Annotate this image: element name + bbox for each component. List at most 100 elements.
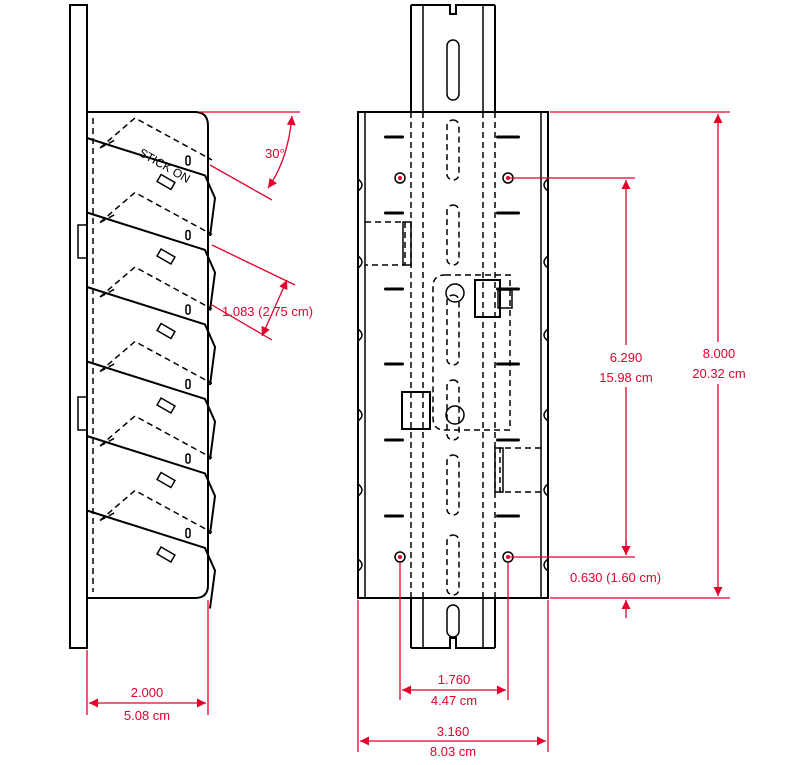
bracket-left-upper-tab	[402, 221, 412, 266]
module-face	[86, 211, 217, 311]
plate-hole-lower	[445, 405, 465, 425]
module-connector	[156, 322, 176, 340]
hidden-slot	[446, 379, 460, 441]
notch-right	[543, 483, 549, 497]
slot-mark	[496, 135, 520, 139]
module-connector	[156, 471, 176, 489]
notch-left	[357, 178, 363, 192]
central-plate	[432, 274, 511, 431]
pitch-ext-upper	[211, 244, 296, 286]
bracket-features	[365, 221, 541, 493]
angle-dim-label: 30°	[265, 146, 285, 161]
notch-left	[357, 255, 363, 269]
module-face	[86, 509, 217, 609]
depth-dim-cm: 5.08 cm	[124, 708, 170, 723]
housing-front	[357, 111, 549, 599]
din-rail-front	[410, 4, 496, 649]
hidden-rail-slots	[446, 119, 460, 596]
module-body	[99, 489, 213, 534]
notch-right	[543, 328, 549, 342]
slot-mark	[496, 362, 520, 366]
module-face	[86, 137, 217, 237]
module-4	[86, 340, 217, 460]
module-body	[99, 266, 213, 310]
hole-h-dim-in: 1.760	[438, 672, 471, 687]
module-5	[86, 415, 217, 535]
module-face	[86, 286, 217, 386]
module-slot	[185, 229, 191, 241]
angle-arc	[267, 115, 296, 189]
slot-mark	[384, 362, 404, 366]
mount-hole-top-left-center	[398, 176, 402, 180]
module-body	[99, 340, 213, 385]
slot-mark	[384, 287, 404, 291]
width-dim-in: 3.160	[437, 724, 470, 739]
slot-marks	[384, 135, 520, 518]
hidden-slot	[446, 204, 460, 266]
module-slot	[185, 304, 191, 315]
height-dim-in: 8.000	[703, 346, 736, 361]
notch-right	[543, 178, 549, 192]
slot-mark	[384, 211, 404, 215]
hidden-slot	[446, 454, 460, 516]
clip-lower-left	[401, 391, 431, 430]
notch-left	[357, 328, 363, 342]
notch-right	[543, 558, 549, 572]
hidden-slot	[446, 294, 460, 366]
hidden-slot	[446, 119, 460, 181]
slot-mark	[496, 211, 520, 215]
rail-slot-top	[446, 39, 460, 101]
clip-upper-right	[474, 279, 501, 318]
mount-hole-top-left	[394, 172, 406, 184]
notch-left	[357, 483, 363, 497]
module-slot	[185, 155, 191, 166]
hidden-slot	[446, 534, 460, 596]
module-slot	[185, 378, 191, 390]
rail-slot-bottom	[446, 604, 460, 638]
module-face	[86, 435, 217, 535]
slot-mark	[384, 438, 404, 442]
module-stack	[86, 117, 217, 609]
hole-v-dim-bg	[590, 345, 662, 387]
slot-mark	[496, 514, 520, 518]
hole-h-dim-cm: 4.47 cm	[431, 693, 477, 708]
module-slot	[185, 453, 191, 464]
module-connector	[156, 248, 176, 265]
bracket-right-lower	[499, 447, 541, 493]
slot-mark	[496, 438, 520, 442]
module-3	[86, 266, 217, 386]
hole-v-dim-cm: 15.98 cm	[599, 370, 652, 385]
side-view: STICK ON 30° 1.083 (2.75 cm) 2.000 5.08 …	[69, 4, 313, 723]
module-body	[99, 117, 213, 161]
plate-hole-upper	[445, 283, 465, 303]
notch-left	[357, 558, 363, 572]
stick-on-label: STICK ON	[137, 145, 193, 185]
bracket-right-lower-tab	[494, 447, 504, 493]
clip-upper-right-tab	[497, 289, 513, 309]
front-view: 8.000 20.32 cm 6.290 15.98 cm 0.630 (1.6…	[357, 4, 753, 759]
angle-slope-line	[209, 164, 273, 201]
width-dim-cm: 8.03 cm	[430, 744, 476, 759]
side-notches	[357, 178, 549, 572]
hole-offset-dim: 0.630 (1.60 cm)	[570, 570, 661, 585]
housing-side-outline	[87, 111, 209, 599]
bracket-left-upper	[365, 221, 406, 266]
pitch-dim-line	[261, 279, 288, 337]
mount-hole-bottom-left-center	[398, 555, 402, 559]
depth-dim-in: 2.000	[131, 685, 164, 700]
notch-left	[357, 408, 363, 422]
height-dim-cm: 20.32 cm	[692, 366, 745, 381]
hole-v-dim-in: 6.290	[610, 350, 643, 365]
module-slot	[185, 527, 191, 539]
module-2	[86, 191, 217, 311]
pitch-dim-label: 1.083 (2.75 cm)	[222, 304, 313, 319]
rail-clip-lower	[77, 396, 87, 431]
notch-right	[543, 408, 549, 422]
module-body	[99, 415, 213, 459]
module-connector	[156, 397, 176, 414]
slot-mark	[384, 135, 404, 139]
module-6	[86, 489, 217, 609]
module-connector	[156, 173, 176, 191]
module-connector	[156, 546, 176, 563]
